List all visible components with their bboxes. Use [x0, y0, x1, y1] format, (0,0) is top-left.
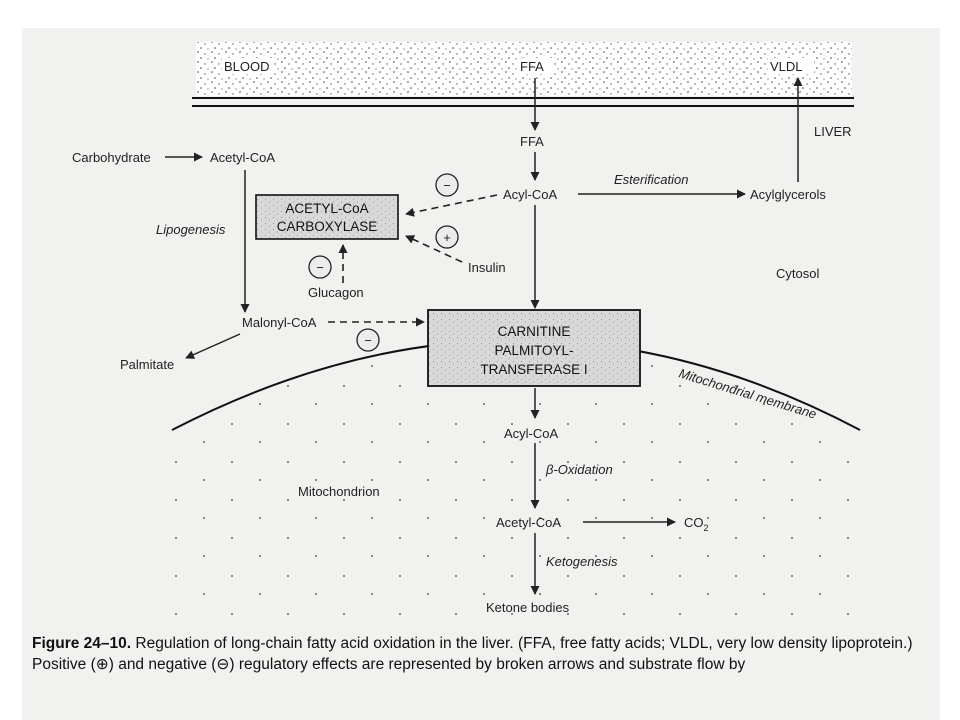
figure-caption: Figure 24–10. Regulation of long-chain f…	[32, 633, 932, 675]
mitochondrion-matrix	[172, 340, 860, 625]
vldl-label: VLDL	[770, 59, 803, 74]
substrate-flow-arrows	[165, 77, 803, 595]
acylglycerols-label: Acylglycerols	[750, 187, 826, 202]
ffa-blood-label: FFA	[520, 59, 544, 74]
inhibition-sign-malonyl-coa: −	[356, 328, 380, 352]
arrow-acyl-coa-inhibits-acc	[405, 194, 498, 217]
figure-number: Figure 24–10.	[32, 635, 132, 652]
regulatory-arrows	[328, 194, 498, 327]
acetyl-coa-mito-label: Acetyl-CoA	[496, 515, 561, 530]
palmitate-label: Palmitate	[120, 357, 174, 372]
blood-label: BLOOD	[224, 59, 270, 74]
svg-text:+: +	[443, 230, 451, 245]
ketone-bodies-label: Ketone bodies	[486, 600, 570, 615]
ffa-liver-label: FFA	[520, 134, 544, 149]
malonyl-coa-label: Malonyl-CoA	[242, 315, 317, 330]
arrow-malonyl-to-palmitate	[185, 333, 241, 359]
co2-label: CO2	[684, 515, 709, 533]
acyl-coa-mito-label: Acyl-CoA	[504, 426, 559, 441]
svg-text:−: −	[443, 178, 451, 193]
glucagon-label: Glucagon	[308, 285, 364, 300]
acyl-coa-cyt-label: Acyl-CoA	[503, 187, 558, 202]
activation-sign-insulin: +	[435, 225, 459, 249]
cytosol-label: Cytosol	[776, 266, 819, 281]
cpt-enzyme-box: CARNITINE PALMITOYL- TRANSFERASE I	[427, 309, 641, 387]
svg-text:−: −	[364, 333, 372, 348]
ketogenesis-label: Ketogenesis	[546, 554, 618, 569]
carbohydrate-label: Carbohydrate	[72, 150, 151, 165]
caption-text: Regulation of long-chain fatty acid oxid…	[32, 635, 913, 673]
acetyl-coa-cyt-label: Acetyl-CoA	[210, 150, 275, 165]
esterification-label: Esterification	[614, 172, 688, 187]
insulin-label: Insulin	[468, 260, 506, 275]
acc-label-line1: ACETYL-CoA	[285, 201, 368, 216]
svg-text:−: −	[316, 260, 324, 275]
lipogenesis-label: Lipogenesis	[156, 222, 226, 237]
inhibition-sign-acyl-coa: −	[435, 173, 459, 197]
arrow-insulin-activates-acc	[405, 235, 463, 263]
inhibition-sign-glucagon: −	[308, 255, 332, 279]
acc-label-line2: CARBOXYLASE	[277, 219, 378, 234]
beta-oxidation-label: β-Oxidation	[545, 462, 613, 477]
cpt-label-line3: TRANSFERASE I	[480, 362, 587, 377]
liver-label: LIVER	[814, 124, 852, 139]
cpt-label-line2: PALMITOYL-	[494, 343, 573, 358]
acc-enzyme-box: ACETYL-CoA CARBOXYLASE	[255, 194, 399, 240]
mitochondrion-label: Mitochondrion	[298, 484, 380, 499]
cpt-label-line1: CARNITINE	[498, 324, 571, 339]
